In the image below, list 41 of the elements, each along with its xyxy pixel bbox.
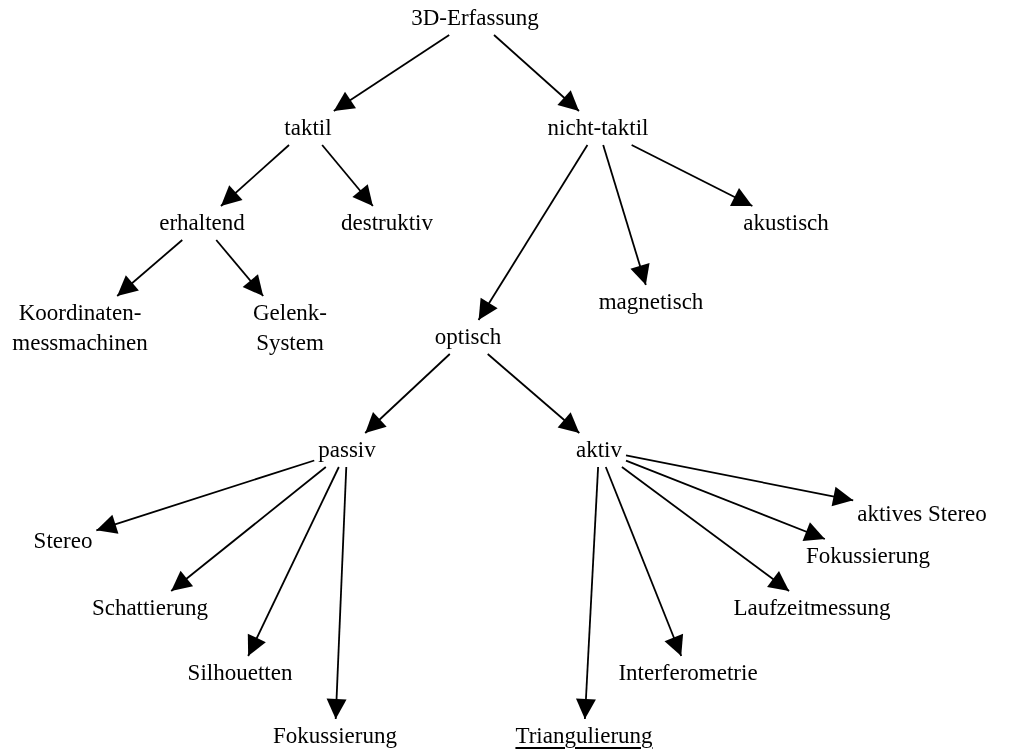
arrow (486, 353, 581, 434)
arrow (332, 34, 451, 112)
node-label: Interferometrie (618, 658, 758, 688)
arrow (321, 144, 374, 207)
node-label: taktil (284, 113, 332, 143)
node-label: Schattierung (91, 593, 209, 623)
node-label: Stereo (33, 526, 93, 556)
arrow (602, 144, 650, 286)
arrow (364, 353, 451, 434)
arrow (95, 459, 316, 534)
arrow (477, 144, 589, 321)
arrow (220, 144, 290, 207)
node-label: erhaltend (159, 208, 245, 238)
arrow (630, 144, 754, 207)
node-label: optisch (434, 322, 502, 352)
node-label: 3D-Erfassung (411, 3, 539, 33)
node-label: Triangulierung (515, 721, 653, 751)
node-label: Koordinaten- messmachinen (5, 298, 155, 358)
arrow (625, 454, 855, 507)
node-label: nicht-taktil (547, 113, 649, 143)
arrow (625, 459, 826, 541)
node-label: akustisch (743, 208, 829, 238)
arrow (493, 34, 580, 112)
node-label: Gelenk- System (245, 298, 335, 358)
node-label: Fokussierung (273, 721, 397, 751)
node-label: magnetisch (598, 287, 704, 317)
node-label: Silhouetten (187, 658, 293, 688)
arrow (247, 466, 340, 657)
arrow (116, 239, 184, 297)
arrow (170, 466, 327, 592)
node-label: Fokussierung (806, 541, 930, 571)
arrow (215, 239, 265, 297)
node-label: passiv (318, 435, 376, 465)
arrow (575, 466, 599, 720)
node-label: aktives Stereo (857, 499, 987, 529)
node-label: Laufzeitmessung (733, 593, 891, 623)
arrow (621, 466, 790, 592)
node-label: aktiv (576, 435, 622, 465)
arrow (326, 466, 348, 720)
node-label: destruktiv (341, 208, 433, 238)
arrow (604, 466, 684, 657)
